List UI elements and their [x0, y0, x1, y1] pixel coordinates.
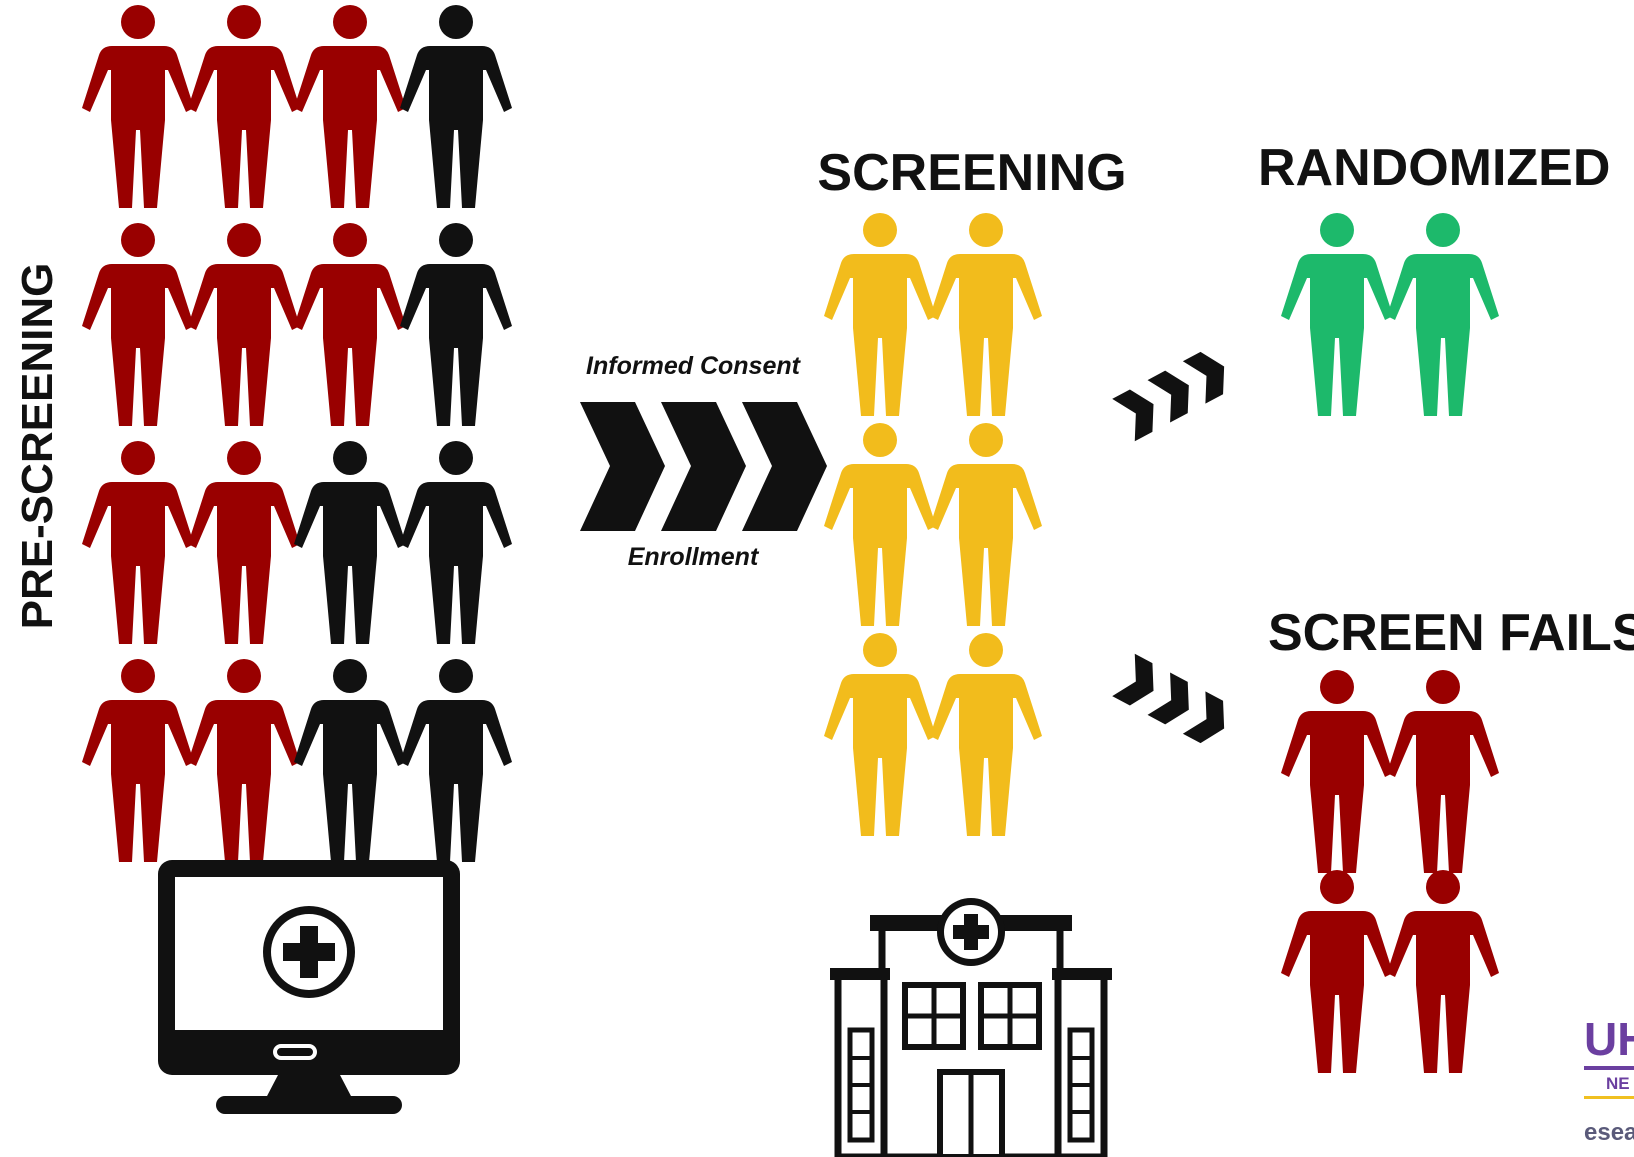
chevron-arrow-icon — [1182, 691, 1225, 744]
hospital-icon — [830, 898, 1112, 1157]
person-icon — [294, 659, 406, 862]
person-icon — [824, 423, 936, 626]
logo-subtext: NE — [1606, 1074, 1630, 1093]
person-icon — [824, 633, 936, 836]
person-icon — [1281, 870, 1393, 1073]
person-icon — [1387, 670, 1499, 873]
person-icon — [400, 5, 512, 208]
logo-letters: UH — [1584, 1013, 1634, 1065]
person-icon — [930, 633, 1042, 836]
screening-heading: SCREENING — [817, 144, 1126, 202]
person-icon — [400, 223, 512, 426]
computer-medical-icon — [158, 860, 460, 1114]
pre-screening-people-grid — [82, 5, 512, 862]
person-icon — [930, 423, 1042, 626]
person-icon — [1387, 213, 1499, 416]
chevron-arrow-icon — [661, 402, 746, 531]
screen-fails-heading: SCREEN FAILS — [1268, 604, 1634, 662]
person-icon — [1387, 870, 1499, 1073]
chevron-arrow-group-main — [580, 402, 827, 531]
person-icon — [400, 659, 512, 862]
randomized-heading: RANDOMIZED — [1258, 139, 1610, 197]
person-icon — [188, 659, 300, 862]
chevron-arrow-group-randomized — [1112, 351, 1225, 442]
screening-people-grid — [824, 213, 1042, 836]
chevron-arrow-icon — [1147, 370, 1189, 423]
person-icon — [294, 441, 406, 644]
chevron-arrow-icon — [580, 402, 665, 531]
person-icon — [82, 5, 194, 208]
organization-logo: UH NE esea — [1584, 1013, 1634, 1146]
screen-fails-people-grid — [1281, 670, 1499, 1073]
chevron-arrow-icon — [1112, 653, 1154, 706]
chevron-arrow-icon — [1112, 389, 1154, 442]
person-icon — [82, 441, 194, 644]
chevron-arrow-icon — [742, 402, 827, 531]
person-icon — [824, 213, 936, 416]
randomized-people-grid — [1281, 213, 1499, 416]
person-icon — [1281, 213, 1393, 416]
person-icon — [1281, 670, 1393, 873]
person-icon — [930, 213, 1042, 416]
person-icon — [294, 223, 406, 426]
person-icon — [400, 441, 512, 644]
informed-consent-label: Informed Consent — [586, 352, 802, 380]
person-icon — [188, 223, 300, 426]
person-icon — [188, 5, 300, 208]
chevron-arrow-icon — [1182, 351, 1225, 404]
person-icon — [294, 5, 406, 208]
chevron-arrow-icon — [1147, 672, 1189, 725]
chevron-arrow-group-screen-fails — [1112, 653, 1225, 744]
pre-screening-heading: PRE-SCREENING — [13, 263, 62, 630]
logo-tagline: esea — [1584, 1119, 1634, 1146]
person-icon — [82, 659, 194, 862]
person-icon — [188, 441, 300, 644]
enrollment-label: Enrollment — [628, 543, 760, 571]
person-icon — [82, 223, 194, 426]
